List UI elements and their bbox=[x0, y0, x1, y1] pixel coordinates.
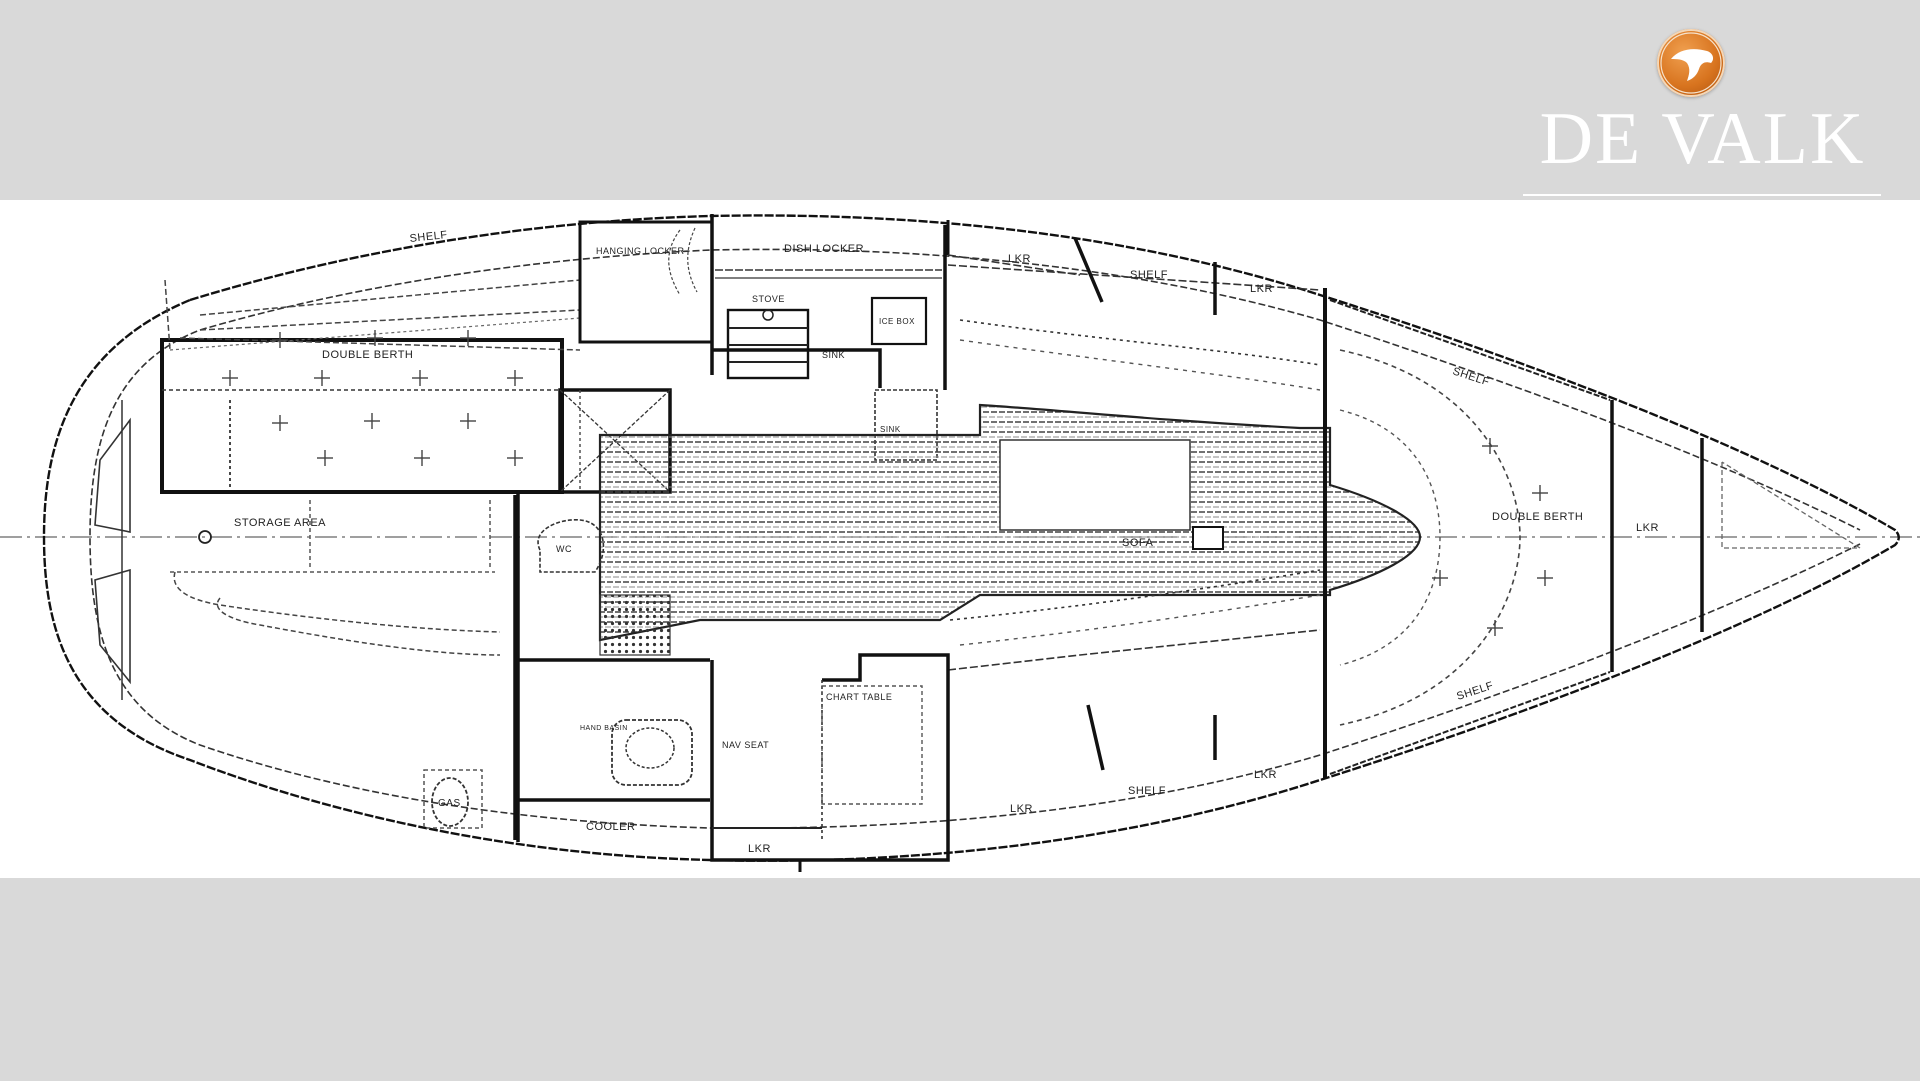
ice-box-icon bbox=[870, 296, 928, 346]
label-hanging-locker: HANGING LOCKER bbox=[596, 246, 685, 256]
brand-tagline: YACHT BROKERS bbox=[1523, 199, 1872, 224]
gas-locker-icon bbox=[423, 769, 483, 829]
label-sink: SINK bbox=[822, 350, 845, 360]
storage-area-outline bbox=[170, 500, 495, 573]
label-lkr-stbd-2: LKR bbox=[1254, 769, 1277, 781]
label-nav-seat: NAV SEAT bbox=[722, 740, 769, 750]
label-shelf-port-fwd: SHELF bbox=[1451, 365, 1491, 388]
label-shelf-port-mid: SHELF bbox=[1130, 269, 1168, 281]
label-shelf-stbd-fwd: SHELF bbox=[1455, 680, 1495, 703]
hull-inner-line bbox=[89, 248, 1861, 829]
label-lkr-port-2: LKR bbox=[1250, 283, 1273, 295]
falcon-icon bbox=[1657, 29, 1725, 97]
drain-icon bbox=[198, 530, 212, 544]
de-valk-logo[interactable]: DE VALK YACHT BROKERS bbox=[1515, 24, 1890, 224]
label-double-berth-aft: DOUBLE BERTH bbox=[322, 349, 413, 361]
label-chart-table: CHART TABLE bbox=[826, 692, 892, 702]
label-sofa: SOFA bbox=[1122, 537, 1154, 549]
wc-icon bbox=[537, 519, 605, 573]
label-lkr-stbd-1: LKR bbox=[1010, 803, 1033, 815]
label-stove: STOVE bbox=[752, 294, 785, 304]
label-shelf-stbd-mid: SHELF bbox=[1128, 785, 1166, 797]
anchor-locker bbox=[1721, 461, 1863, 549]
galley-counter bbox=[710, 214, 882, 388]
transom-locker-port bbox=[94, 417, 131, 533]
v-berth-shelf-port bbox=[1329, 299, 1611, 401]
hand-basin-icon bbox=[611, 719, 693, 786]
v-berth-shelf-stbd bbox=[1329, 671, 1611, 775]
yacht-floor-plan: SHELF DOUBLE BERTH HANGING LOCKER DISH L… bbox=[0, 214, 1920, 872]
label-lkr-stbd-aft: LKR bbox=[748, 843, 771, 855]
label-hand-basin: HAND BASIN bbox=[580, 725, 628, 732]
logo-divider bbox=[1523, 194, 1881, 196]
nav-station bbox=[710, 653, 950, 862]
brand-name: DE VALK bbox=[1539, 98, 1866, 180]
label-wc: WC bbox=[556, 544, 572, 554]
hull-outline bbox=[42, 214, 1900, 862]
chart-table bbox=[821, 685, 923, 805]
label-shelf-aft: SHELF bbox=[409, 229, 448, 245]
stove-icon bbox=[726, 308, 810, 380]
berth-cushion-marks bbox=[222, 330, 523, 466]
head-grate bbox=[599, 594, 671, 656]
label-lkr-bow: LKR bbox=[1636, 522, 1659, 534]
transom-locker-stbd bbox=[94, 568, 131, 685]
label-galley-cabinet: SINK bbox=[880, 425, 901, 434]
mast-step bbox=[1192, 526, 1224, 550]
aft-cabin-berth bbox=[160, 338, 564, 494]
label-lkr-port-1: LKR bbox=[1008, 253, 1031, 265]
label-ice-box: ICE BOX bbox=[879, 317, 915, 326]
saloon-table bbox=[999, 439, 1191, 531]
fwd-berth-cushion-marks bbox=[1432, 438, 1553, 636]
label-double-berth-fwd: DOUBLE BERTH bbox=[1492, 511, 1583, 523]
v-berth-outline bbox=[1339, 349, 1521, 726]
head-compartment bbox=[516, 492, 710, 842]
label-storage-area: STORAGE AREA bbox=[234, 517, 326, 529]
label-cooler: COOLER bbox=[586, 821, 635, 833]
label-gas: GAS bbox=[438, 798, 461, 809]
label-dish-locker: DISH LOCKER bbox=[784, 243, 864, 255]
